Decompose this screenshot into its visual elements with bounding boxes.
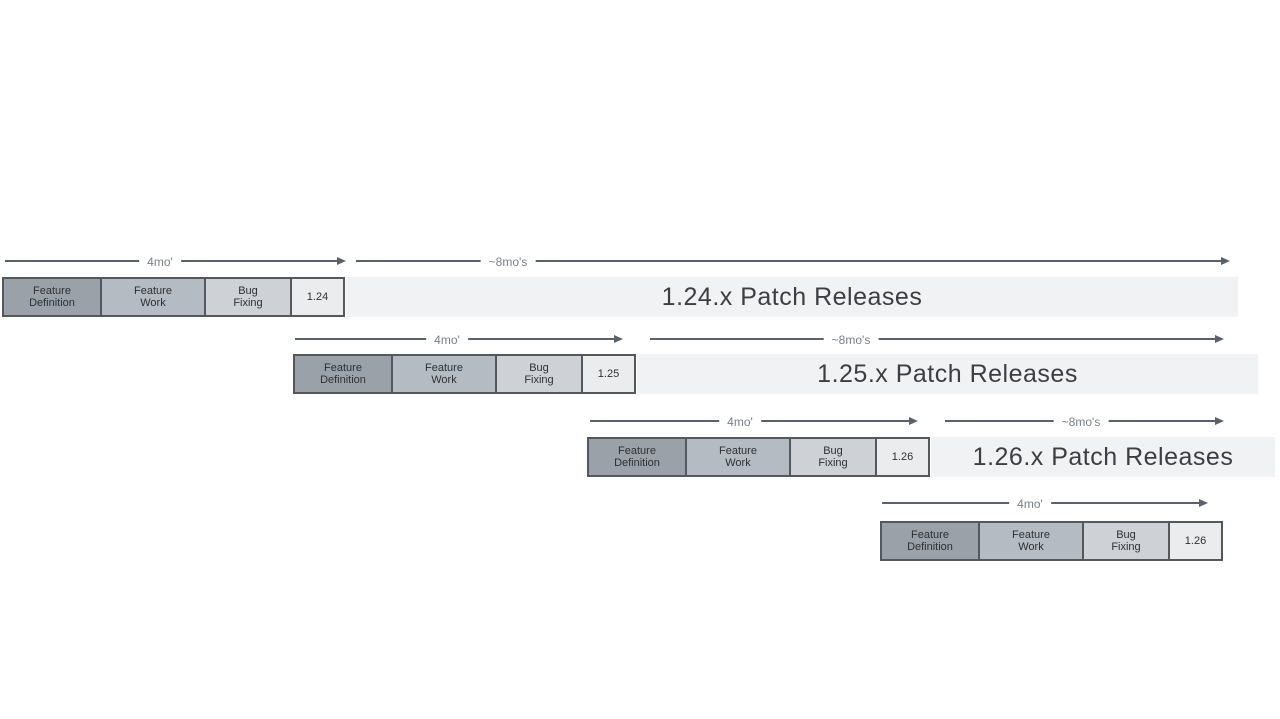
version-box: 1.25 (581, 354, 636, 394)
feature-work-box: Feature Work (978, 521, 1084, 561)
feature-definition-box: Feature Definition (2, 277, 102, 317)
stage-box-group: Feature Definition Feature Work Bug Fixi… (880, 521, 1223, 561)
version-box: 1.26 (1168, 521, 1223, 561)
bug-fixing-box: Bug Fixing (204, 277, 292, 317)
patch-duration-label: ~8mo's (1053, 413, 1109, 429)
patch-duration-label: ~8mo's (823, 331, 879, 347)
dev-duration-label: 4mo' (426, 331, 468, 347)
bug-fixing-box: Bug Fixing (495, 354, 583, 394)
dev-duration-label: 4mo' (1009, 495, 1051, 511)
stage-box-group: Feature Definition Feature Work Bug Fixi… (587, 437, 930, 477)
arrow-head-icon (1221, 257, 1230, 265)
patch-releases-bar: 1.26.x Patch Releases (931, 437, 1275, 477)
dev-duration-label: 4mo' (719, 413, 761, 429)
arrow-head-icon (1215, 335, 1224, 343)
version-box: 1.26 (875, 437, 930, 477)
arrow-head-icon (1199, 499, 1208, 507)
stage-box-group: Feature Definition Feature Work Bug Fixi… (293, 354, 636, 394)
feature-definition-box: Feature Definition (880, 521, 980, 561)
feature-work-box: Feature Work (100, 277, 206, 317)
arrow-head-icon (337, 257, 346, 265)
stage-box-group: Feature Definition Feature Work Bug Fixi… (2, 277, 345, 317)
arrow-head-icon (909, 417, 918, 425)
patch-duration-label: ~8mo's (480, 253, 536, 269)
feature-definition-box: Feature Definition (293, 354, 393, 394)
feature-work-box: Feature Work (685, 437, 791, 477)
patch-releases-bar: 1.24.x Patch Releases (346, 277, 1238, 317)
bug-fixing-box: Bug Fixing (789, 437, 877, 477)
feature-definition-box: Feature Definition (587, 437, 687, 477)
patch-duration-arrow-line (356, 260, 1222, 262)
bug-fixing-box: Bug Fixing (1082, 521, 1170, 561)
arrow-head-icon (614, 335, 623, 343)
feature-work-box: Feature Work (391, 354, 497, 394)
patch-duration-arrow-line (650, 338, 1216, 340)
patch-releases-bar: 1.25.x Patch Releases (637, 354, 1258, 394)
version-box: 1.24 (290, 277, 345, 317)
arrow-head-icon (1215, 417, 1224, 425)
dev-duration-label: 4mo' (139, 253, 181, 269)
